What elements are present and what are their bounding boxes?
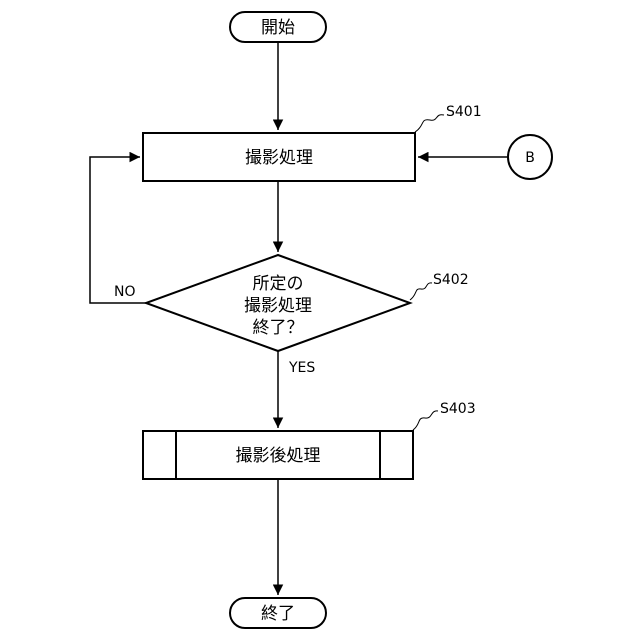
connector-b-label: B: [525, 150, 535, 166]
ref-s403: S403: [440, 401, 476, 417]
ref-leader-s401: [415, 115, 444, 132]
shooting-process-label: 撮影処理: [245, 148, 313, 168]
ref-leader-s402: [410, 283, 432, 300]
edge-yes-label: YES: [288, 360, 315, 376]
ref-s401: S401: [446, 104, 482, 120]
edge-no-label: NO: [114, 284, 136, 300]
end-label: 終了: [261, 604, 295, 624]
decision-line-3: 終了？: [253, 318, 304, 338]
shooting-process-box: 撮影処理: [143, 133, 415, 181]
ref-leader-s403: [413, 411, 438, 430]
connector-b: B: [508, 135, 552, 179]
decision-line-1: 所定の: [253, 274, 304, 294]
post-process-label: 撮影後処理: [236, 446, 321, 466]
edge-no-loop: [90, 157, 146, 303]
start-label: 開始: [261, 18, 295, 38]
ref-s402: S402: [433, 272, 469, 288]
start-terminal: 開始: [230, 12, 326, 42]
decision-line-2: 撮影処理: [244, 296, 312, 316]
end-terminal: 終了: [230, 598, 326, 628]
decision-diamond: 所定の 撮影処理 終了？: [146, 255, 410, 351]
post-process-box: 撮影後処理: [143, 431, 413, 479]
